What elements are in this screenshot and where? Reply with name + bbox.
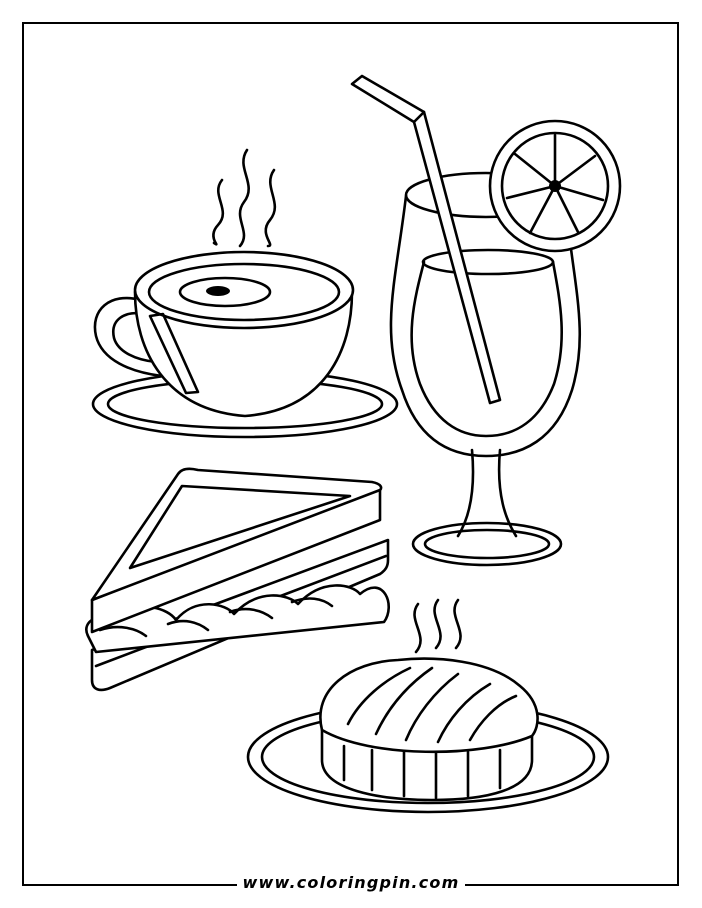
sandwich-icon xyxy=(85,467,390,692)
coffee-cup-icon xyxy=(91,148,399,439)
juice-glass-icon xyxy=(350,74,622,567)
pastry-icon xyxy=(246,598,610,814)
